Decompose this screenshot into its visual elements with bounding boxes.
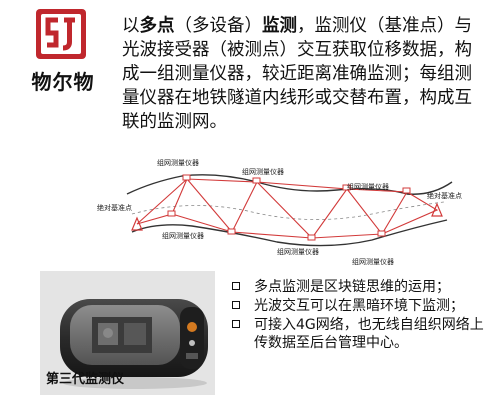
intro-text-2: （多设备） <box>174 16 263 36</box>
logo-brand-text: 物尔物 <box>31 70 95 94</box>
intro-bold-1: 多点 <box>139 16 175 36</box>
bullet-text-2: 光波交互可以在黑暗环境下监测； <box>254 298 464 314</box>
intro-bold-2: 监测 <box>262 16 297 36</box>
group-label-3: 组网测量仪器 <box>347 182 389 191</box>
bullet-text-3: 可接入4G网络，也无线自组织网络上传数据至后台管理中心。 <box>254 317 484 351</box>
base-point-label-left: 绝对基准点 <box>97 203 132 212</box>
bullet-text-1: 多点监测是区块链思维的运用； <box>254 279 450 295</box>
checkbox-bullet-icon <box>232 282 240 290</box>
list-item: 可接入4G网络，也无线自组织网络上传数据至后台管理中心。 <box>228 316 490 352</box>
tunnel-lower-wall <box>131 219 448 247</box>
intro-paragraph: 以多点（多设备）监测，监测仪（基准点）与光波接受器（被测点）交互获取位移数据，构… <box>122 14 488 134</box>
group-label-1: 组网测量仪器 <box>157 158 199 167</box>
company-logo: 物尔物 <box>8 8 118 98</box>
device-caption: 第三代监测仪 <box>46 372 125 387</box>
monitoring-network-diagram: 组网测量仪器 组网测量仪器 组网测量仪器 组网测量仪器 组网测量仪器 组网测量仪… <box>97 158 462 266</box>
base-point-left-icon <box>131 216 143 231</box>
device-photo: 第三代监测仪 <box>40 271 215 395</box>
list-item: 光波交互可以在黑暗环境下监测； <box>228 297 490 315</box>
logo-mark-icon <box>36 9 86 59</box>
base-point-label-right: 绝对基准点 <box>427 191 462 200</box>
group-label-2: 组网测量仪器 <box>242 167 284 176</box>
network-links <box>136 178 439 239</box>
group-label-5: 组网测量仪器 <box>277 247 319 256</box>
tunnel-upper-wall <box>126 174 453 195</box>
measuring-nodes <box>167 174 411 241</box>
checkbox-bullet-icon <box>232 320 240 328</box>
intro-text-3: ，监测仪（基准点）与光波接受器（被测点）交互获取位移数据，构成一组测量仪器，较近… <box>122 16 472 132</box>
base-point-right-icon <box>431 202 443 217</box>
intro-text-1: 以 <box>122 16 140 36</box>
monitor-device-image <box>40 271 215 395</box>
list-item: 多点监测是区块链思维的运用； <box>228 278 490 296</box>
feature-list: 多点监测是区块链思维的运用； 光波交互可以在黑暗环境下监测； 可接入4G网络，也… <box>228 278 490 353</box>
checkbox-bullet-icon <box>232 301 240 309</box>
group-label-4: 组网测量仪器 <box>162 231 204 240</box>
tunnel-dashed-axis <box>131 201 445 220</box>
group-label-6: 组网测量仪器 <box>352 257 394 266</box>
